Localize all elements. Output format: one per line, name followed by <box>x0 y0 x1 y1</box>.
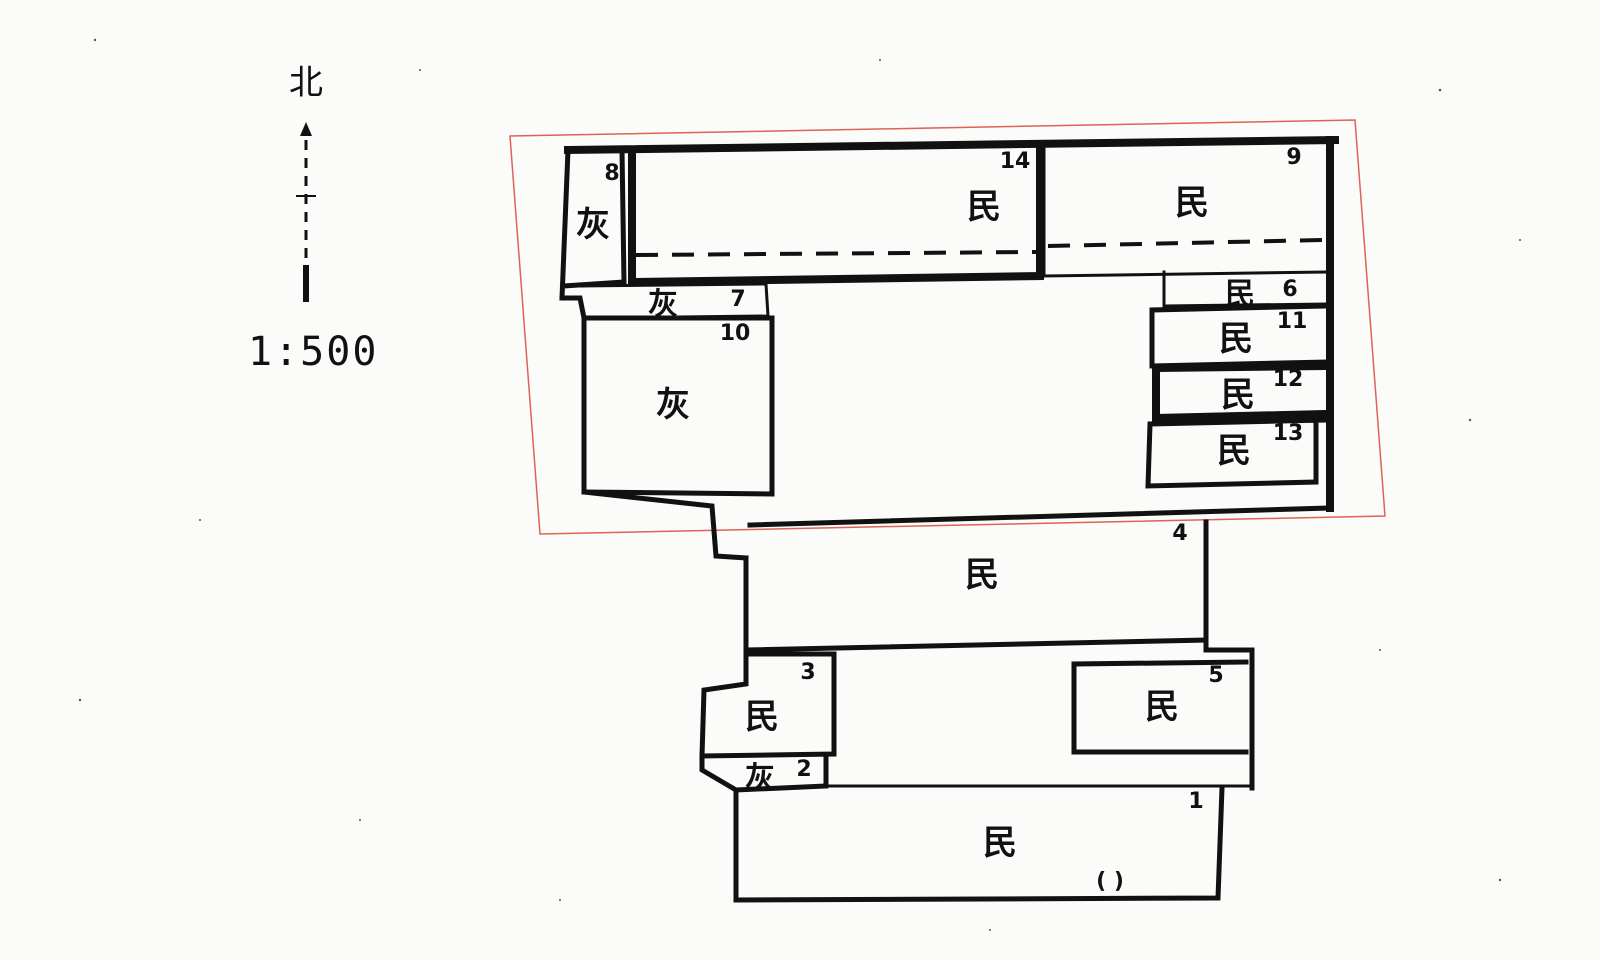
building-8: 8 灰 <box>561 147 627 289</box>
building-class: 民 <box>983 823 1017 863</box>
building-class: 民 <box>1221 375 1255 415</box>
building-12: 12 民 <box>1152 361 1331 423</box>
building-5: 5 民 <box>1071 659 1249 755</box>
building-class: 灰 <box>656 385 690 425</box>
building-number: 7 <box>730 287 745 312</box>
building-class: 灰 <box>745 761 775 796</box>
building-number: 2 <box>796 757 811 782</box>
building-class: 民 <box>965 555 999 595</box>
building-number: 10 <box>720 321 751 346</box>
building-class: 民 <box>1145 687 1179 727</box>
building-9: 9 民 <box>1042 145 1328 278</box>
building-number: 6 <box>1282 277 1297 302</box>
building-class: 民 <box>967 187 1001 227</box>
building-number: 13 <box>1273 421 1304 446</box>
building-6: 10 灰 <box>581 315 775 497</box>
building-number: 11 <box>1277 309 1308 334</box>
building-number: 1 <box>1188 789 1203 814</box>
building-class: 民 <box>1217 431 1251 471</box>
building-number: 4 <box>1172 521 1187 546</box>
building-number: 14 <box>1000 149 1031 174</box>
building-number: 5 <box>1208 663 1223 688</box>
north-label: 北 <box>289 63 323 103</box>
building-2: 2 灰 <box>699 753 829 796</box>
building-3: 3 民 <box>699 647 837 759</box>
scale-label: 1:500 <box>248 329 378 375</box>
building-number: 3 <box>800 660 815 685</box>
building-number: 9 <box>1286 145 1301 170</box>
scan-noise <box>78 38 1521 931</box>
building-1: 1 民 ( ) <box>733 784 1250 903</box>
building-11: 11 民 <box>1149 303 1329 369</box>
building-class: 民 <box>1175 183 1209 223</box>
building-class: 灰 <box>576 205 610 245</box>
parcel-boundary <box>509 119 1386 535</box>
upper-block-walls <box>559 135 1340 561</box>
building-class: 民 <box>745 697 779 737</box>
north-arrow-icon <box>300 122 312 136</box>
building-class: 民 <box>1219 319 1253 359</box>
building-13: 13 民 <box>1145 417 1329 489</box>
north-legend: 北 1:500 <box>248 63 378 375</box>
building-number: 12 <box>1273 367 1304 392</box>
building-number: 8 <box>604 161 619 186</box>
building-1-bracket: ( ) <box>1096 869 1124 894</box>
building-14: 14 民 <box>628 144 1044 287</box>
building-4: 4 民 <box>743 519 1255 791</box>
